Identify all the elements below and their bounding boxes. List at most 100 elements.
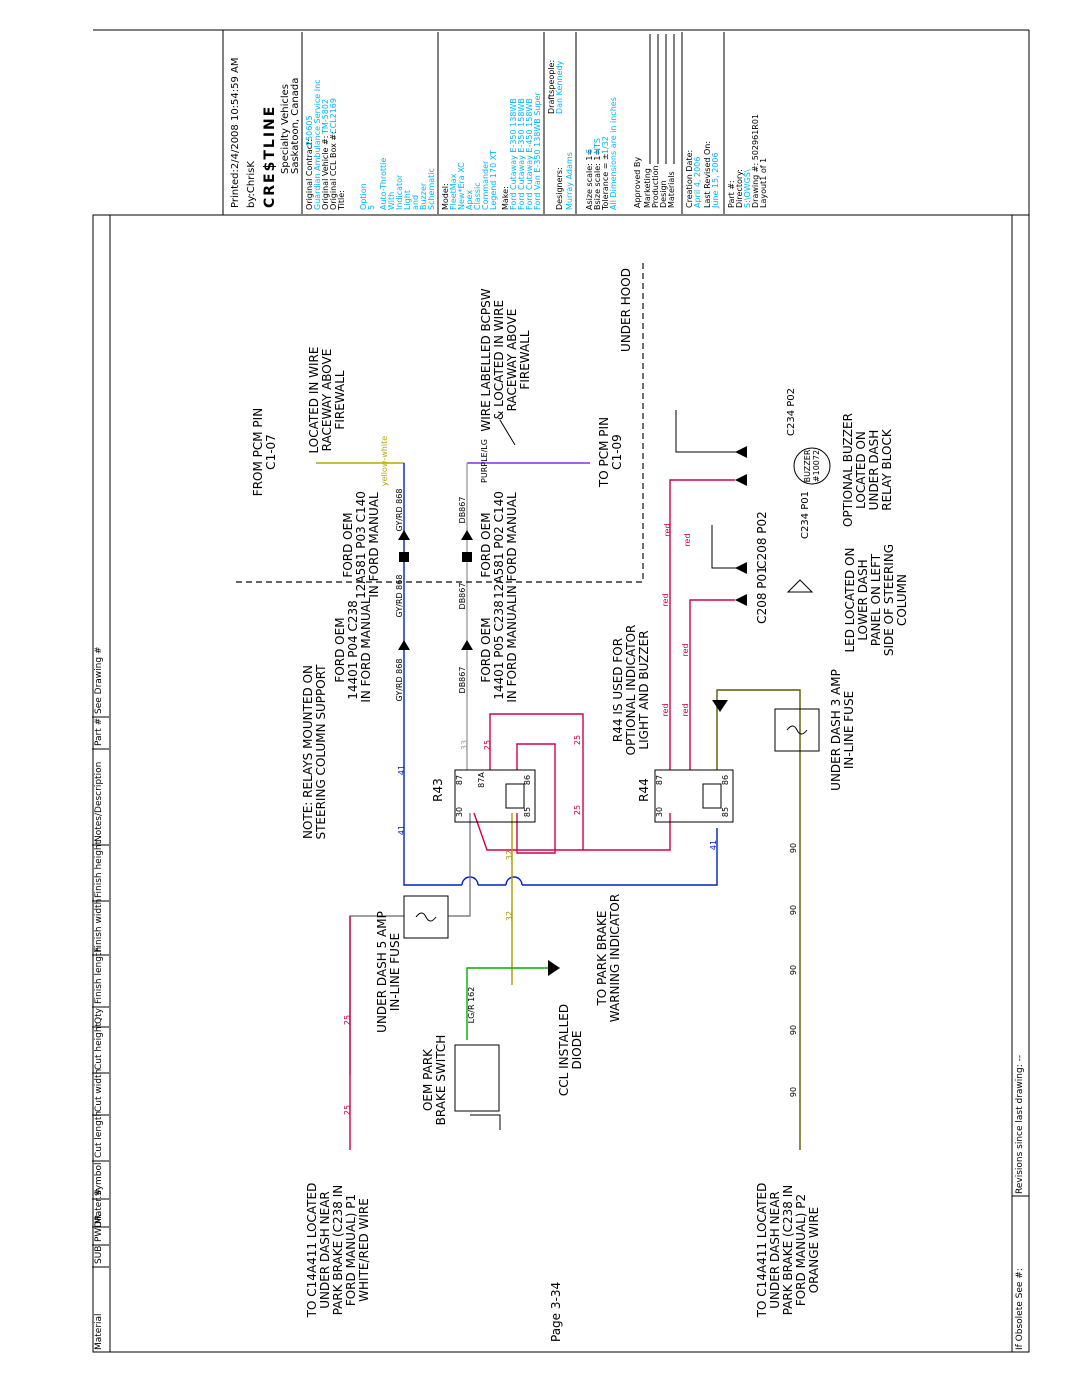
label-fuse3-0: UNDER DASH 3 AMP: [829, 669, 843, 791]
svg-text:Part #:: Part #:: [727, 180, 736, 208]
label-led_note-2: PANEL ON LEFT: [869, 553, 883, 646]
crestline-logo: CRE$TLINE: [262, 105, 278, 208]
label-w90: 90: [789, 843, 798, 853]
label-bcpsw-0: WIRE LABELLED BCPSW: [479, 288, 493, 431]
svg-text:Original Vehicle #:: Original Vehicle #:: [321, 136, 330, 210]
label-relays_note-0: NOTE: RELAYS MOUNTED ON: [301, 665, 315, 839]
svg-text:Directory:: Directory:: [735, 169, 744, 208]
svg-text:Model:: Model:: [441, 183, 450, 210]
svg-text:Ford Cutaway E-450 158WB: Ford Cutaway E-450 158WB: [525, 98, 534, 210]
svg-text:Murray Adams: Murray Adams: [565, 152, 574, 210]
obsolete-label: If Obsolete See #:: [1015, 1268, 1025, 1350]
svg-text:Legend 170 XT: Legend 170 XT: [489, 150, 498, 210]
label-wire_red: red: [681, 643, 690, 656]
svg-text:Draftspeople:: Draftspeople:: [547, 60, 556, 114]
header-col-1: SUB: [94, 1246, 104, 1264]
label-diode-0: CCL INSTALLED: [557, 1004, 571, 1096]
svg-text:All Dimensions are in inches: All Dimensions are in inches: [609, 97, 618, 210]
connector-arrows: [398, 446, 747, 650]
svg-text:Marketing: Marketing: [643, 168, 652, 208]
label-buzzer_id-0: BUZZER: [803, 449, 812, 482]
label-c140_top-0: FORD OEM: [341, 512, 355, 577]
label-pin87a: 87A: [477, 772, 486, 788]
label-relays_note-1: STEERING COLUMN SUPPORT: [314, 664, 328, 840]
svg-text:Materials: Materials: [667, 171, 676, 208]
label-c140_bot-1: 12A581 P02 C140: [492, 491, 506, 599]
svg-text:Ford Cutaway E-350 158WB: Ford Cutaway E-350 158WB: [517, 98, 526, 210]
svg-text:Dan Kennedy: Dan Kennedy: [555, 60, 564, 114]
svg-text:FleetMax: FleetMax: [449, 173, 458, 210]
label-w25: 25: [483, 740, 492, 750]
svg-text:Creation Date:: Creation Date:: [685, 150, 694, 208]
header-col-3: Mater.#: [94, 1188, 104, 1224]
svg-text:Light: Light: [403, 190, 412, 210]
label-wire_lgr: LG/R 162: [467, 987, 476, 1024]
svg-text:New*Era XC: New*Era XC: [457, 162, 466, 210]
park-brake-switch[interactable]: [454, 1044, 500, 1112]
label-c14a_p2-2: PARK BRAKE (C238 IN: [781, 1185, 795, 1316]
svg-text:Drawing #: 502961R01: Drawing #: 502961R01: [751, 114, 760, 208]
label-c238_bot-0: FORD OEM: [479, 617, 493, 682]
label-wire_red: red: [661, 593, 670, 606]
label-c14a_p2-1: UNDER DASH NEAR: [768, 1191, 782, 1309]
label-w25: 25: [343, 1105, 352, 1115]
wires: [236, 263, 801, 1150]
svg-text:Classic: Classic: [473, 182, 482, 210]
label-led_note-0: LED LOCATED ON: [843, 547, 857, 652]
svg-text:Design: Design: [659, 180, 668, 208]
svg-text:6: 6: [585, 149, 594, 154]
label-led_note-1: LOWER DASH: [856, 559, 870, 640]
label-park_switch-0: OEM PARK: [421, 1048, 435, 1111]
header-col-5: Cut length: [94, 1111, 104, 1158]
label-pin86: 86: [721, 775, 730, 785]
fuse-5amp: [403, 895, 449, 939]
label-w32: 32: [505, 850, 514, 860]
label-fuse5-0: UNDER DASH 5 AMP: [375, 911, 389, 1033]
relay-r43: [454, 769, 536, 823]
svg-text:Option: Option: [359, 183, 368, 210]
label-park_warn-1: WARNING INDICATOR: [608, 894, 622, 1022]
label-c238_top-0: FORD OEM: [333, 617, 347, 682]
svg-text:Buzzer: Buzzer: [419, 182, 428, 210]
label-wire_db: DB867: [458, 583, 467, 610]
label-c14a_p1-4: WHITE/RED WIRE: [357, 1198, 371, 1302]
label-r44: R44: [637, 778, 651, 802]
label-pin87: 87: [655, 775, 664, 785]
header-col-12: Notes/Description: [94, 762, 104, 842]
svg-text:Ford Van E-350 138WB Super: Ford Van E-350 138WB Super: [533, 92, 542, 210]
svg-text:Original CCL Box #:: Original CCL Box #:: [329, 131, 338, 210]
label-raceway-0: LOCATED IN WIRE: [307, 347, 321, 454]
label-c208p01: C208 P01: [755, 566, 769, 624]
svg-text:Schematic: Schematic: [427, 168, 436, 210]
label-raceway-1: RACEWAY ABOVE: [320, 349, 334, 452]
drawing-frame: [92, 214, 1030, 1353]
svg-text:Designers:: Designers:: [555, 167, 564, 210]
label-c208p02: C208 P02: [755, 511, 769, 569]
label-w25: 25: [343, 1015, 352, 1025]
svg-text:Apex: Apex: [465, 190, 474, 210]
printed-date: Printed:2/4/2008 10:54:59 AM: [230, 57, 241, 208]
svg-text:Title:: Title:: [337, 190, 346, 211]
header-col-6: Cut width: [94, 1069, 104, 1112]
label-c234p01: C234 P01: [800, 491, 811, 539]
led-icon: [786, 579, 814, 593]
label-w41: 41: [709, 840, 718, 850]
label-w90: 90: [789, 1087, 798, 1097]
label-c140_top-1: 12A581 P03 C140: [354, 491, 368, 599]
label-under_hood: UNDER HOOD: [619, 268, 633, 352]
label-c140_bot-2: IN FORD MANUAL: [505, 492, 519, 598]
label-w25: 25: [573, 735, 582, 745]
label-pin85: 85: [721, 807, 730, 817]
svg-text:Make:: Make:: [501, 186, 510, 210]
label-wire_red: red: [681, 703, 690, 716]
header-col-2: PWDR: [94, 1214, 104, 1242]
diode-3amp-icon: [712, 700, 728, 712]
printed-by: by:ChrisK: [246, 161, 257, 208]
revisions-label: Revisions since last drawing: --: [1015, 1055, 1025, 1194]
diode-icon: [548, 960, 560, 976]
label-fuse5-1: IN-LINE FUSE: [388, 933, 402, 1011]
label-buzzer_note-1: LOCATED ON: [854, 431, 868, 509]
svg-text:Auto-Throttle: Auto-Throttle: [379, 158, 388, 210]
buzzer-icon: [793, 447, 831, 485]
